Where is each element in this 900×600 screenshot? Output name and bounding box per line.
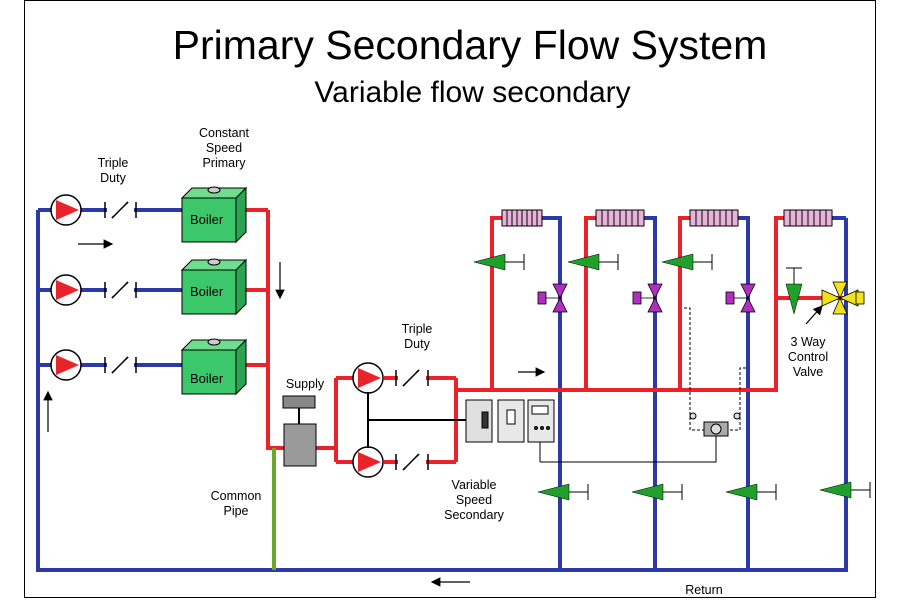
balancing-valve-upper-3-icon [661,253,713,271]
secondary-return-2 [644,216,657,570]
secondary-pump-2-icon [352,446,384,478]
control-valve-3-icon [725,283,756,313]
return-piping [36,208,848,572]
primary-pump-1-icon [50,194,82,226]
differential-pressure-sensor-icon [684,307,746,437]
secondary-supply-1 [490,216,502,390]
label-common-pipe: Common Pipe [210,489,262,518]
balancing-valve-lower-1-icon [537,483,589,501]
diagram-title: Primary Secondary Flow System [172,22,768,68]
secondary-supply-2 [584,216,596,390]
label-return: Return [685,583,723,597]
balancing-valve-lower-4-icon [819,481,871,499]
label-supply: Supply [285,377,325,391]
boiler-2-label: Boiler [190,284,224,299]
label-variable-speed-secondary: Variable Speed Secondary [444,478,504,522]
balancing-valve-upper-1-icon [473,253,525,271]
label-constant-speed-primary: Constant Speed Primary [198,126,250,170]
boiler-3-label: Boiler [190,371,224,386]
primary-supply-header [266,210,336,450]
primary-pump-2-icon [50,274,82,306]
secondary-return-1 [542,216,562,570]
boiler-3-icon: Boiler [180,338,248,396]
boiler-1-label: Boiler [190,212,224,227]
supply-separator-icon [282,395,317,467]
boiler-2-icon: Boiler [180,258,248,316]
primary-pump-3-icon [50,349,82,381]
secondary-pump-1-icon [352,362,384,394]
secondary-return-3 [738,216,750,570]
secondary-supply-main [456,216,784,392]
coil-3-icon [689,209,739,227]
label-three-way-control-valve: 3 Way Control Valve [787,335,829,379]
label-triple-duty-primary: Triple Duty [97,156,129,185]
flow-arrow-3way-pointer [805,305,823,325]
control-valve-1-icon [537,283,568,313]
label-triple-duty-secondary: Triple Duty [401,322,433,351]
balancing-valve-lower-3-icon [725,483,777,501]
main-return-pipe [36,210,848,572]
balancing-valve-upper-2-icon [567,253,619,271]
boiler-1-icon: Boiler [180,186,248,244]
coil-1-icon [501,209,543,227]
coil-4-icon [783,209,833,227]
three-way-control-valve-icon [776,281,865,315]
diagram-subtitle: Variable flow secondary [314,76,631,109]
control-valve-2-icon [632,283,663,313]
coil-2-icon [595,209,645,227]
vfd-controller-icon [367,392,717,463]
bypass-balancing-valve-icon [785,267,803,315]
balancing-valve-lower-2-icon [631,483,683,501]
secondary-supply-3 [678,216,690,390]
